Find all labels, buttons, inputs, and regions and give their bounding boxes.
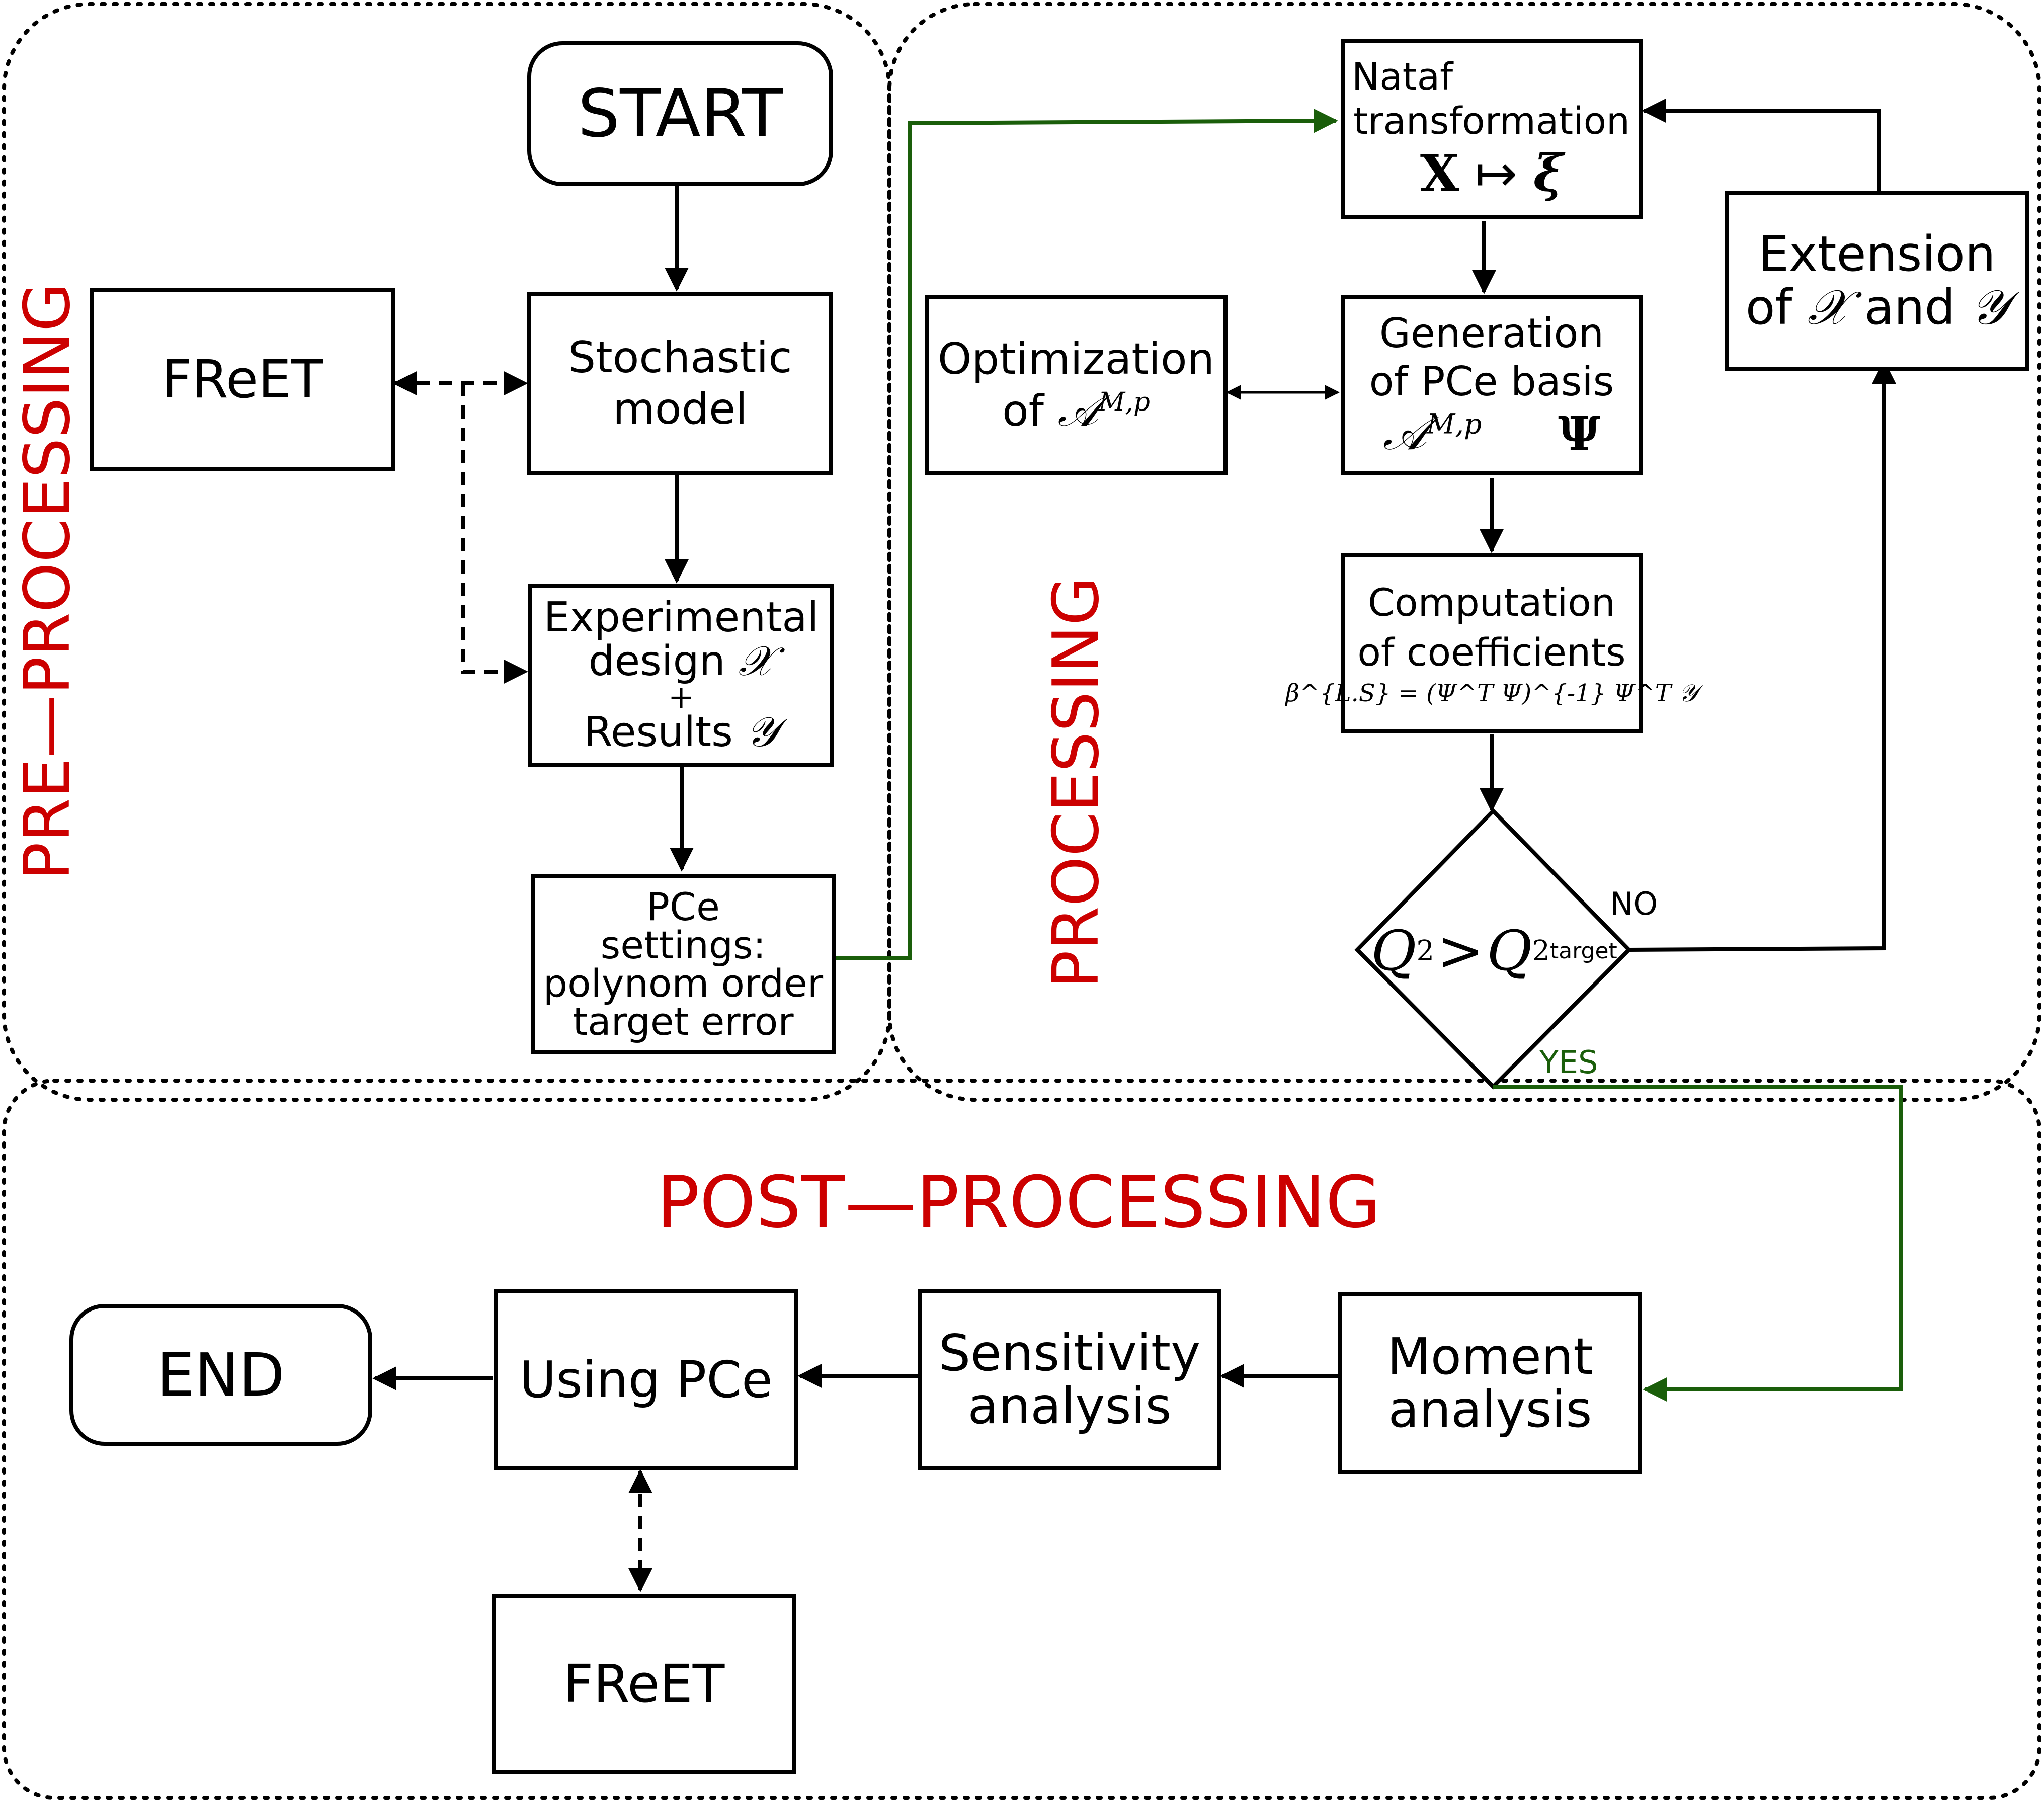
post-processing-frame (2, 1079, 2041, 1800)
extension-x-symbol: 𝒳 (1807, 279, 1849, 336)
extension-y-symbol: 𝒴 (1970, 279, 2009, 336)
generation-a-symbol: 𝒜 (1382, 406, 1427, 460)
extension-node: Extension of 𝒳 and 𝒴 (1725, 191, 2029, 371)
moment-line2: analysis (1388, 1380, 1592, 1439)
freet-bottom-label: FReET (563, 1653, 725, 1714)
extension-line1: Extension (1758, 226, 1996, 283)
generation-a-sup: M,p (1426, 408, 1482, 441)
stochastic-line2: model (613, 383, 748, 434)
start-label: START (578, 75, 783, 152)
experimental-line2: design 𝒳 (588, 637, 774, 685)
nataf-line1: Nataf (1352, 55, 1453, 99)
edge-settings-nataf (836, 109, 1338, 960)
experimental-design-node: Experimental design 𝒳 + Results 𝒴 (528, 584, 834, 767)
computation-coefficients-node: Computation of coefficients β^{L.S} = (Ψ… (1285, 553, 1698, 733)
nataf-xi: ξ (1533, 143, 1564, 203)
sensitivity-line2: analysis (967, 1376, 1172, 1435)
extension-and: and (1864, 279, 1955, 336)
extension-line2: of 𝒳 and 𝒴 (1746, 281, 2009, 335)
nataf-formula: X ↦ ξ (1420, 143, 1563, 203)
pce-settings-line1: PCe (646, 884, 720, 929)
experimental-design-text: design (588, 637, 725, 685)
optimization-node: Optimization of 𝒜M,p (925, 295, 1228, 475)
decision-gt: > (1437, 919, 1484, 983)
decision-q-sup: 2 (1416, 934, 1435, 967)
optimization-line2: of 𝒜M,p (1002, 385, 1150, 437)
experimental-line4: Results 𝒴 (584, 711, 778, 754)
experimental-x-symbol: 𝒳 (738, 637, 774, 685)
end-node: END (69, 1304, 372, 1446)
using-pce-node: Using PCe (494, 1289, 798, 1470)
generation-psi-symbol: Ψ (1558, 406, 1601, 461)
computation-line2: of coefficients (1357, 629, 1626, 675)
nataf-x: X (1420, 143, 1459, 203)
generation-line2: of PCe basis (1369, 358, 1614, 405)
generation-line1: Generation (1379, 309, 1604, 357)
start-node: START (527, 41, 833, 186)
pce-settings-line3: polynom order (543, 961, 824, 1006)
experimental-line1: Experimental (543, 594, 819, 642)
optimization-a-sup: M,p (1098, 387, 1150, 418)
nataf-line2: transformation (1353, 99, 1630, 143)
generation-line3: 𝒜M,p Ψ (1345, 406, 1639, 461)
pce-settings-line4: target error (573, 999, 794, 1044)
computation-formula: β^{L.S} = (Ψ^T Ψ)^{-1} Ψ^T 𝒴 (1285, 679, 1698, 707)
decision-qt-sup: 2 (1532, 934, 1550, 967)
decision-q: Q (1371, 919, 1417, 983)
moment-analysis-node: Moment analysis (1338, 1292, 1642, 1474)
experimental-results-text: Results (584, 708, 733, 757)
generation-pce-basis-node: Generation of PCe basis 𝒜M,p Ψ (1341, 295, 1643, 475)
experimental-plus: + (668, 678, 694, 715)
decision-qt: Q (1487, 919, 1532, 983)
experimental-y-symbol: 𝒴 (746, 708, 779, 757)
processing-frame (887, 2, 2041, 1102)
nataf-transformation-node: Nataf transformation X ↦ ξ (1341, 39, 1643, 219)
stochastic-model-node: Stochastic model (527, 292, 833, 475)
post-processing-title: POST—PROCESSING (657, 1161, 1381, 1244)
no-label: NO (1610, 885, 1658, 922)
nataf-maps-to: ↦ (1475, 143, 1518, 203)
decision-qt-sub: target (1550, 938, 1617, 964)
processing-title: PROCESSING (1039, 576, 1113, 989)
freet-top-label: FReET (161, 349, 323, 410)
edge-extension-nataf (1642, 99, 1881, 191)
edge-yes-moment (1493, 1085, 1903, 1402)
sensitivity-line1: Sensitivity (938, 1324, 1201, 1382)
extension-of: of (1745, 279, 1792, 336)
edge-no-extension (1628, 360, 1896, 952)
stochastic-line1: Stochastic (568, 333, 792, 383)
freet-node-bottom: FReET (492, 1594, 796, 1774)
computation-line1: Computation (1368, 580, 1615, 625)
moment-line1: Moment (1387, 1327, 1593, 1386)
yes-label: YES (1539, 1044, 1598, 1081)
optimization-of: of (1002, 386, 1044, 436)
freet-node-top: FReET (90, 288, 395, 471)
edge-freet-experimental (461, 383, 528, 684)
using-pce-label: Using PCe (519, 1350, 773, 1409)
end-label: END (157, 1340, 285, 1410)
optimization-line1: Optimization (937, 334, 1215, 384)
optimization-a-symbol: 𝒜 (1057, 386, 1099, 436)
pre-processing-title: PRE—PROCESSING (10, 282, 84, 880)
pce-settings-line2: settings: (600, 923, 766, 967)
sensitivity-analysis-node: Sensitivity analysis (918, 1289, 1221, 1470)
pce-settings-node: PCe settings: polynom order target error (531, 874, 836, 1054)
